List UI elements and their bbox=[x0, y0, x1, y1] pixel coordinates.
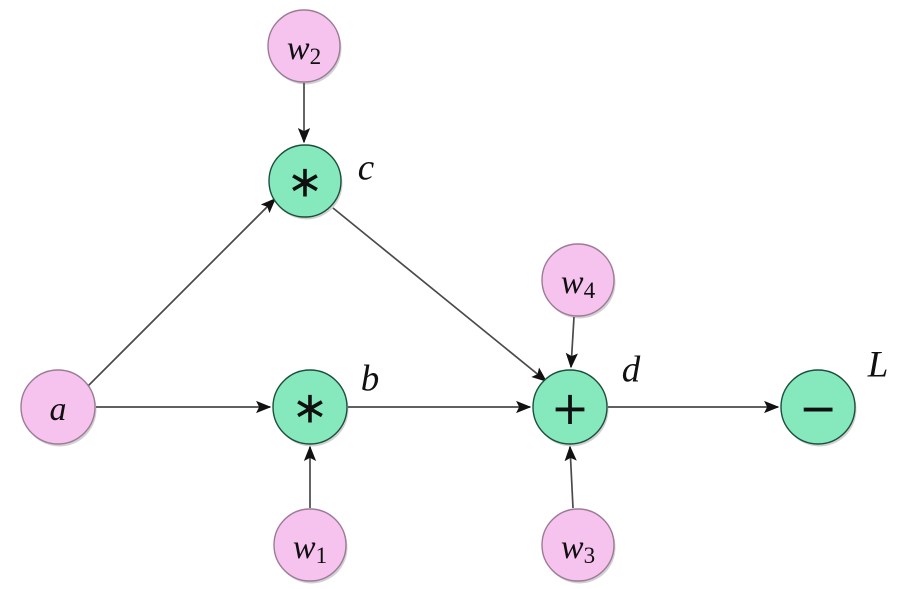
edge-a-to-c bbox=[87, 198, 276, 387]
edges-layer bbox=[87, 83, 780, 509]
node-circle-w3 bbox=[541, 508, 615, 582]
node-w1[interactable]: w1 bbox=[273, 508, 348, 584]
node-circle-d bbox=[532, 369, 608, 445]
edge-labels-layer: c b d L bbox=[358, 148, 889, 400]
node-label-w2: w2 bbox=[287, 30, 321, 71]
node-label-w4: w4 bbox=[561, 264, 596, 305]
node-label-b: ∗ bbox=[292, 383, 329, 434]
node-label-a: a bbox=[50, 391, 67, 428]
nodes-layer: a w2 w1 w4 w3 ∗ ∗ + − bbox=[20, 9, 857, 584]
node-label-L: − bbox=[799, 381, 838, 435]
node-label-w1: w1 bbox=[293, 529, 327, 570]
edge-label-L: L bbox=[867, 345, 889, 386]
edge-c-to-d bbox=[332, 207, 548, 382]
node-label-w3: w3 bbox=[561, 529, 595, 570]
node-circle-w4 bbox=[541, 243, 615, 317]
node-c[interactable]: ∗ bbox=[268, 144, 343, 220]
node-label-c: ∗ bbox=[287, 157, 324, 208]
node-circle-w1 bbox=[273, 508, 347, 582]
node-w4[interactable]: w4 bbox=[541, 243, 616, 319]
edge-label-d: d bbox=[622, 350, 641, 391]
edge-label-c: c bbox=[358, 148, 375, 189]
node-label-d: + bbox=[551, 381, 590, 435]
node-L[interactable]: − bbox=[780, 369, 857, 447]
node-circle-L bbox=[780, 369, 856, 445]
node-circle-b bbox=[272, 369, 348, 445]
node-w3[interactable]: w3 bbox=[541, 508, 616, 584]
edge-label-b: b bbox=[361, 359, 380, 400]
node-d[interactable]: + bbox=[532, 369, 609, 447]
node-b[interactable]: ∗ bbox=[272, 369, 349, 447]
node-a[interactable]: a bbox=[20, 369, 97, 447]
node-circle-w2 bbox=[267, 9, 341, 83]
edge-w3-to-d bbox=[564, 445, 577, 509]
node-circle-a bbox=[20, 369, 96, 445]
node-w2[interactable]: w2 bbox=[267, 9, 342, 85]
node-circle-c bbox=[268, 144, 342, 218]
edge-w4-to-d bbox=[565, 316, 578, 369]
